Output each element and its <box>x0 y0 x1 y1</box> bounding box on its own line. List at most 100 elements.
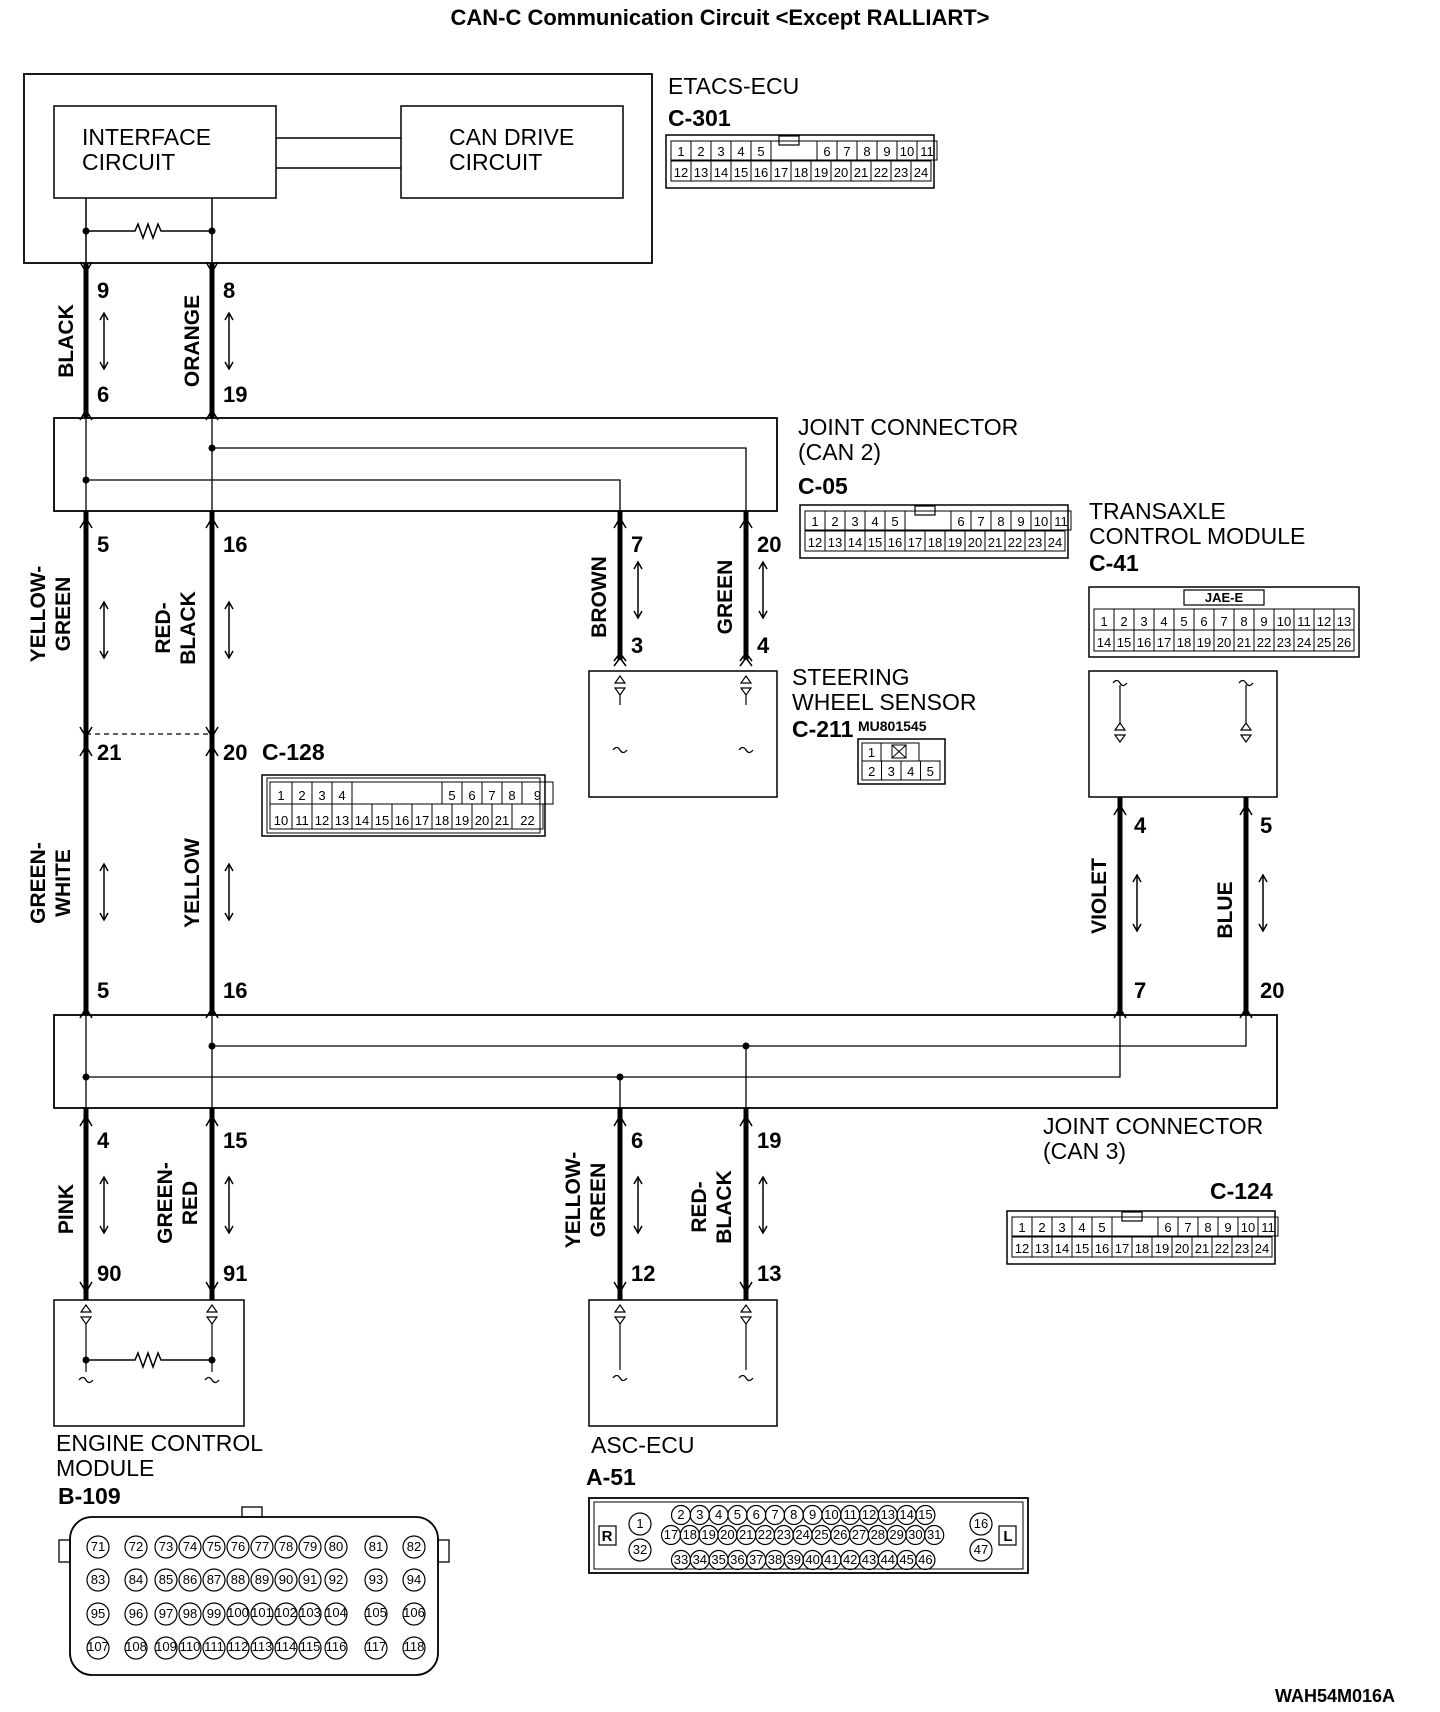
pin-number: 13 <box>828 535 842 550</box>
pin-number: 117 <box>366 1639 387 1654</box>
pin-number: 102 <box>275 1605 297 1620</box>
pin-number: 46 <box>918 1552 932 1567</box>
wire-label: RED- <box>152 602 175 653</box>
pin-number: 6 <box>468 788 475 803</box>
pin-number: 11 <box>1297 614 1311 629</box>
pin-number: 78 <box>279 1539 293 1554</box>
pin-number: 18 <box>928 535 942 550</box>
pin-number: 118 <box>404 1639 425 1654</box>
pin-label: 5 <box>1260 813 1272 838</box>
pin-number: 16 <box>1137 635 1151 650</box>
pin-label: 20 <box>223 740 247 765</box>
figure-code: WAH54M016A <box>1275 1686 1395 1706</box>
wire-label: BROWN <box>588 556 611 638</box>
pin-number: 91 <box>303 1572 317 1587</box>
pin-number: 21 <box>739 1527 753 1542</box>
pin-number: 7 <box>1220 614 1227 629</box>
pin-number: 3 <box>318 788 325 803</box>
pin-number: 24 <box>1255 1241 1269 1256</box>
pin-number: 96 <box>129 1606 143 1621</box>
wire-label: YELLOW- <box>27 566 50 662</box>
joint-connector-can3: JOINT CONNECTOR (CAN 3) C-124 <box>53 1014 1278 1204</box>
pin-number: 10 <box>824 1507 838 1522</box>
pin-number: 1 <box>277 788 284 803</box>
pin-number: 87 <box>207 1572 221 1587</box>
wire-label: YELLOW <box>181 838 204 928</box>
pin-number: 19 <box>701 1527 715 1542</box>
pin-number: 12 <box>862 1507 876 1522</box>
wire-label: PINK <box>55 1184 78 1234</box>
pin-number: 85 <box>159 1572 173 1587</box>
pin-number: 21 <box>1237 635 1251 650</box>
pin-label: 19 <box>223 382 247 407</box>
wire-group-etacs-jc2: BLACK ORANGE 9 8 6 19 <box>55 261 247 421</box>
pin-number: 22 <box>1215 1241 1229 1256</box>
pin-number: 6 <box>957 514 964 529</box>
pin-label: 16 <box>223 532 247 557</box>
pin-number: 8 <box>1240 614 1247 629</box>
pin-label: 5 <box>97 978 109 1003</box>
pin-number: 109 <box>155 1639 177 1654</box>
can-drive-circuit-box <box>400 105 624 199</box>
pin-number: 20 <box>475 813 489 828</box>
pin-number: 24 <box>795 1527 809 1542</box>
pin-number: 19 <box>455 813 469 828</box>
pin-number: 95 <box>91 1606 105 1621</box>
pin-number: 74 <box>183 1539 197 1554</box>
pin-number: 4 <box>1078 1220 1085 1235</box>
pin-number: 17 <box>415 813 429 828</box>
pin-number: 10 <box>900 144 914 159</box>
pin-number: 22 <box>1257 635 1271 650</box>
termination-resistor <box>86 1350 212 1370</box>
pin-number: 5 <box>1180 614 1187 629</box>
diagram-title: CAN-C Communication Circuit <Except RALL… <box>450 5 989 30</box>
pin-number: 10 <box>1241 1220 1255 1235</box>
pin-number: 10 <box>1277 614 1291 629</box>
pin-number: 92 <box>329 1572 343 1587</box>
pin-number: 76 <box>231 1539 245 1554</box>
pin-number: 15 <box>375 813 389 828</box>
pin-number: 16 <box>754 165 768 180</box>
pin-number: 4 <box>1160 614 1167 629</box>
pin-number: 75 <box>207 1539 221 1554</box>
pin-number: 21 <box>988 535 1002 550</box>
pin-number: 11 <box>920 144 934 159</box>
pin-label: 4 <box>97 1128 110 1153</box>
pin-number: 116 <box>326 1639 347 1654</box>
pin-number: 108 <box>125 1639 147 1654</box>
pin-number: 13 <box>1337 614 1351 629</box>
asc-connector-id: A-51 <box>586 1464 636 1490</box>
can-drive-circuit-label-2: CIRCUIT <box>449 149 542 175</box>
pin-number: 7 <box>977 514 984 529</box>
a51-side-r: R <box>602 1528 613 1545</box>
pin-number: 5 <box>448 788 455 803</box>
pin-number: 33 <box>674 1552 688 1567</box>
pin-number: 5 <box>891 514 898 529</box>
pin-number: 20 <box>834 165 848 180</box>
tcm-label-1: TRANSAXLE <box>1089 498 1226 524</box>
pin-label: 6 <box>631 1128 643 1153</box>
pin-number: 32 <box>633 1542 647 1557</box>
pin-number: 81 <box>369 1539 383 1554</box>
pin-number: 9 <box>883 144 890 159</box>
pin-number: 19 <box>948 535 962 550</box>
pin-number: 94 <box>407 1572 421 1587</box>
pin-number: 1 <box>1100 614 1107 629</box>
pin-number: 8 <box>863 144 870 159</box>
pin-number: 16 <box>395 813 409 828</box>
wire-orange-label: ORANGE <box>181 295 204 387</box>
ecm-label-1: ENGINE CONTROL <box>56 1430 263 1456</box>
pin-number: 11 <box>1054 514 1068 529</box>
pin-number: 24 <box>914 165 928 180</box>
pin-number: 18 <box>1177 635 1191 650</box>
jc3-label-1: JOINT CONNECTOR <box>1043 1113 1263 1139</box>
pin-number: 21 <box>854 165 868 180</box>
pin-number: 5 <box>734 1507 741 1522</box>
pin-number: 23 <box>1028 535 1042 550</box>
pin-number: 13 <box>335 813 349 828</box>
